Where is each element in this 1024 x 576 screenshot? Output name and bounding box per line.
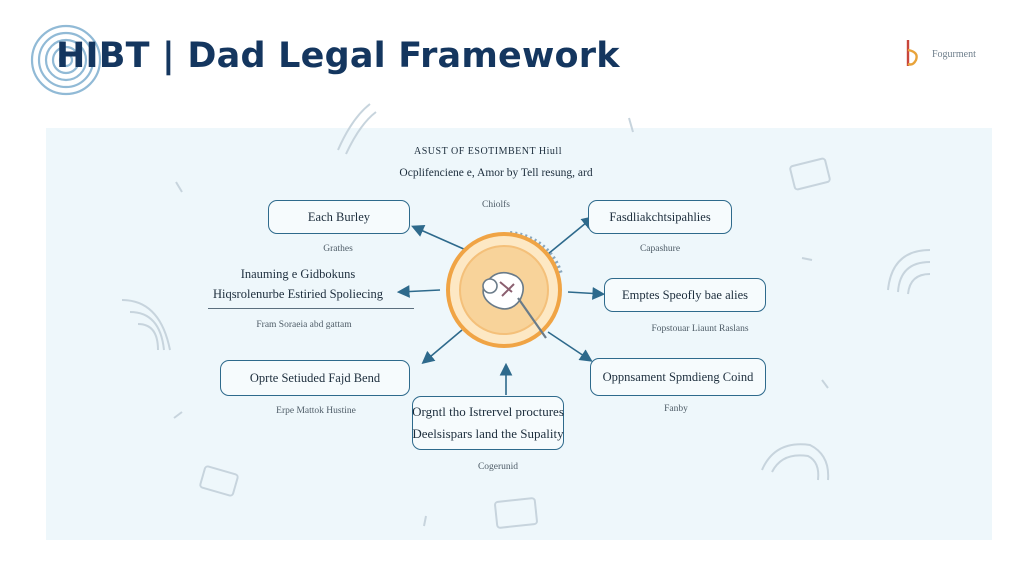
connector-right [567, 287, 606, 300]
node-bottom-center-line2: Deelsispars land the Supality [412, 426, 564, 441]
node-bottom-left[interactable]: Oprte Setiuded Fajd Bend [220, 360, 410, 396]
diagram-subheading: Ocplifenciene e, Amor by Tell resung, ar… [399, 167, 593, 179]
connector-left [396, 285, 441, 298]
diagram-top-caption: Chiolfs [482, 200, 510, 210]
node-top-right-caption: Capashure [639, 244, 681, 254]
connector-top-right [547, 215, 595, 255]
node-top-left-caption: Grathes [323, 244, 353, 254]
node-top-left[interactable]: Each Burley [268, 200, 410, 234]
node-top-right[interactable]: Fasdliakchtsipahlies [588, 200, 732, 234]
node-right-middle-caption: Fopstouar Liaunt Raslans [651, 324, 749, 334]
node-bottom-center-caption: Cogerunid [477, 462, 519, 472]
node-bottom-right[interactable]: Oppnsament Spmdieng Coind [590, 358, 766, 396]
node-left-heading[interactable]: Inauming e Gidbokuns Hiqsrolenurbe Estir… [213, 264, 383, 304]
node-left-heading-caption: Fram Soraeia abd gattam [256, 320, 352, 330]
node-bottom-left-caption: Erpe Mattok Hustine [276, 406, 356, 416]
node-right-middle[interactable]: Emptes Speofly bae alies [604, 278, 766, 312]
node-bottom-left-label: Oprte Setiuded Fajd Bend [249, 370, 381, 385]
connector-bottom-left [421, 329, 463, 365]
brand-logo[interactable]: Fogurment [896, 38, 1006, 78]
node-top-right-label: Fasdliakchtsipahlies [609, 209, 711, 224]
brand-text: Fogurment [932, 49, 976, 60]
brand-mark-icon [906, 40, 918, 66]
node-right-middle-label: Emptes Speofly bae alies [621, 287, 748, 302]
node-bottom-right-caption: Fanby [664, 404, 688, 414]
page-title: HIBT | Dad Legal Framework [56, 36, 620, 76]
node-bottom-center[interactable]: Orgntl tho Istrervel proctures Deelsispa… [412, 396, 564, 450]
node-left-heading-line1: Inauming e Gidbokuns [240, 267, 356, 281]
node-top-left-label: Each Burley [307, 209, 371, 224]
node-left-heading-line2: Hiqsrolenurbe Estiried Spoliecing [212, 287, 384, 301]
node-bottom-center-line1: Orgntl tho Istrervel proctures [412, 404, 564, 419]
central-hub-icon [446, 231, 563, 348]
connector-top-left [411, 225, 467, 251]
connector-bottom-right [547, 331, 593, 362]
fingerprint-logo-icon [30, 24, 102, 96]
left-heading-divider [208, 308, 414, 310]
diagram-heading: ASUST OF ESOTIMBENT Hiull [414, 146, 562, 157]
node-bottom-right-label: Oppnsament Spmdieng Coind [602, 369, 754, 384]
